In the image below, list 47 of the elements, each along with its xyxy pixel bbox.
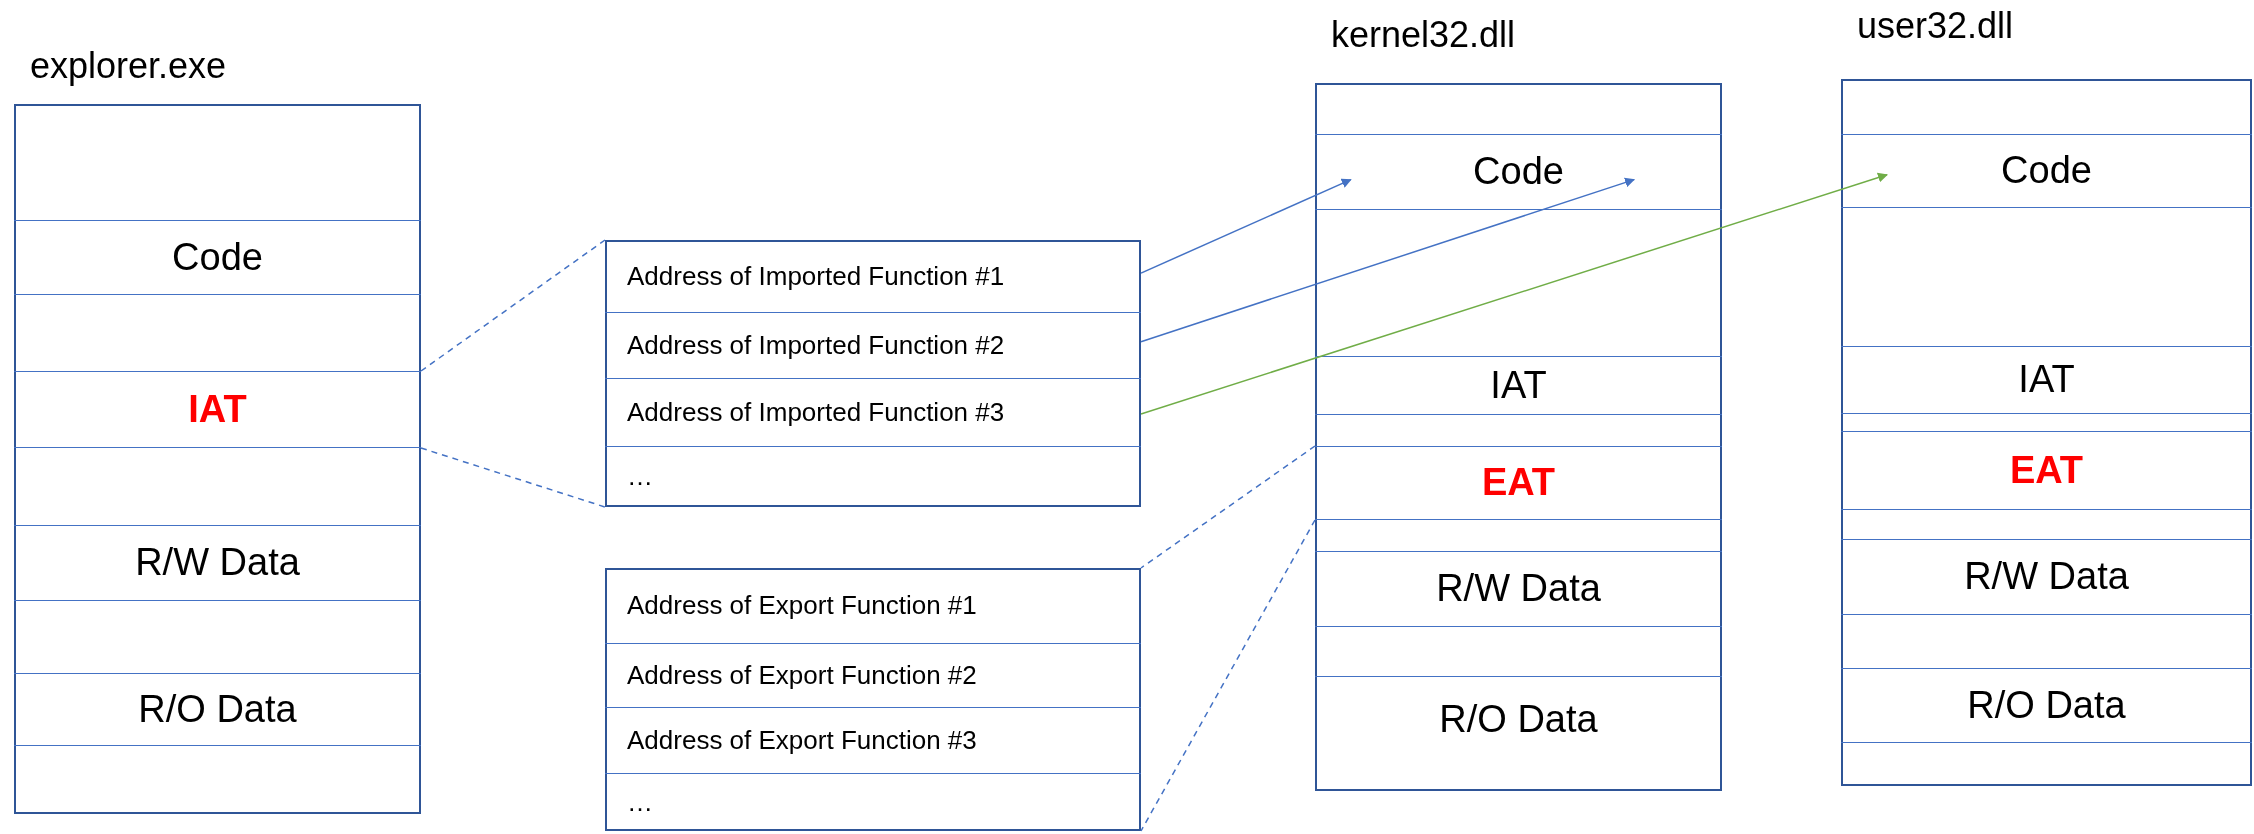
table-box (605, 568, 1141, 831)
section-label: R/W Data (135, 540, 300, 586)
module-title: user32.dll (1857, 4, 2014, 48)
connector-line (1140, 445, 1316, 569)
memory-section (1841, 431, 2252, 510)
memory-section (1841, 134, 2252, 208)
memory-section (14, 525, 421, 601)
table-row-text: Address of Imported Function #2 (627, 328, 1005, 362)
section-label: R/W Data (1436, 566, 1601, 612)
table-row-text: Address of Export Function #1 (627, 589, 977, 622)
connector-line (420, 447, 606, 508)
memory-section (1841, 346, 2252, 414)
table-row-text: Address of Imported Function #3 (627, 395, 1005, 429)
memory-section (1841, 668, 2252, 743)
arrow (1140, 177, 1636, 343)
memory-section (14, 673, 421, 746)
memory-section (14, 220, 421, 295)
section-label: IAT (188, 386, 247, 432)
table-row-text: … (627, 460, 653, 493)
memory-section (14, 371, 421, 448)
section-label: IAT (1490, 362, 1547, 408)
table-box (605, 240, 1141, 507)
arrow (1140, 172, 1888, 415)
table-row-text: … (627, 785, 653, 819)
section-label: Code (172, 234, 263, 280)
memory-section (1315, 446, 1722, 520)
memory-section (1315, 134, 1722, 210)
table-row-text: Address of Export Function #3 (627, 723, 977, 757)
memory-section (1841, 539, 2252, 615)
section-label: Code (1473, 149, 1564, 195)
module-title: explorer.exe (30, 44, 227, 88)
section-label: Code (2001, 148, 2092, 194)
arrow (1140, 178, 1352, 274)
section-label: EAT (1481, 460, 1556, 506)
section-label: R/W Data (1964, 554, 2129, 600)
table-row-text: Address of Export Function #2 (627, 658, 977, 692)
connector-line (1140, 519, 1316, 832)
section-label: IAT (2018, 357, 2075, 403)
section-label: EAT (2009, 447, 2084, 493)
section-label: R/O Data (138, 686, 297, 732)
memory-section (1315, 551, 1722, 627)
section-label: R/O Data (1439, 696, 1598, 742)
table-row-text: Address of Imported Function #1 (627, 259, 1005, 293)
memory-section (1315, 356, 1722, 415)
connector-line (420, 239, 606, 372)
section-label: R/O Data (1967, 682, 2126, 728)
module-title: kernel32.dll (1331, 13, 1516, 57)
